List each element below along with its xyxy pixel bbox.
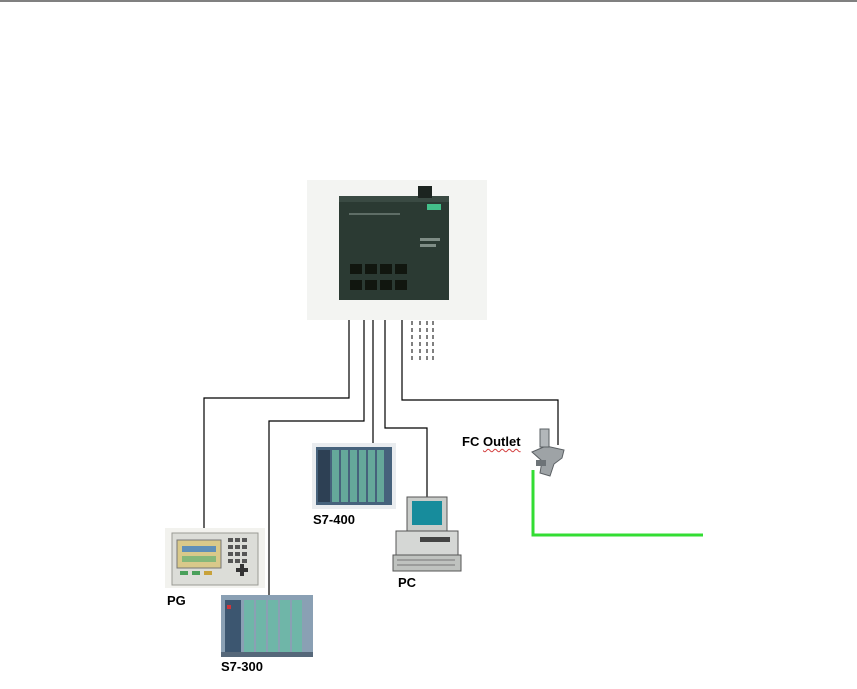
fc-outlet-icon	[532, 429, 564, 476]
pg-device-icon	[165, 528, 265, 588]
fc-outlet-label-part2: Outlet	[483, 434, 521, 449]
switch-icon	[307, 180, 487, 320]
s7-300-label: S7-300	[221, 659, 263, 674]
fc-outlet-label: FC Outlet	[462, 434, 521, 449]
s7-300-rack-icon	[221, 595, 313, 657]
cable-fc-outlet	[402, 300, 558, 445]
green-cable	[533, 470, 703, 535]
pc-icon	[393, 497, 461, 571]
s7-400-label: S7-400	[313, 512, 355, 527]
fc-outlet-label-part1: FC	[462, 434, 479, 449]
pg-label: PG	[167, 593, 186, 608]
s7-400-rack-icon	[312, 443, 396, 509]
pc-label: PC	[398, 575, 416, 590]
